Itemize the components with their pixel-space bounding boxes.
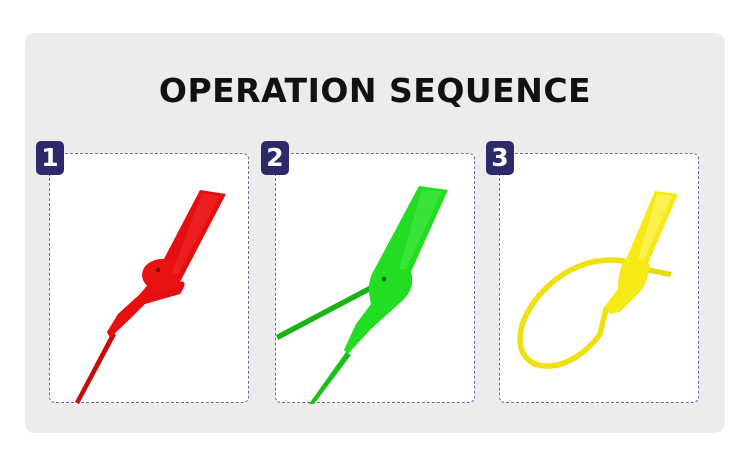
step-3-badge: 3 — [486, 141, 514, 175]
step-3-card — [499, 153, 699, 403]
step-2-card — [275, 153, 475, 404]
yellow-seal-image — [517, 191, 678, 369]
red-seal-image — [75, 190, 226, 404]
step-2-badge: 2 — [261, 141, 289, 175]
step-1-badge: 1 — [36, 141, 64, 175]
green-seal-image — [276, 186, 448, 404]
step-1-card — [49, 153, 249, 404]
page-title: OPERATION SEQUENCE — [158, 71, 592, 110]
